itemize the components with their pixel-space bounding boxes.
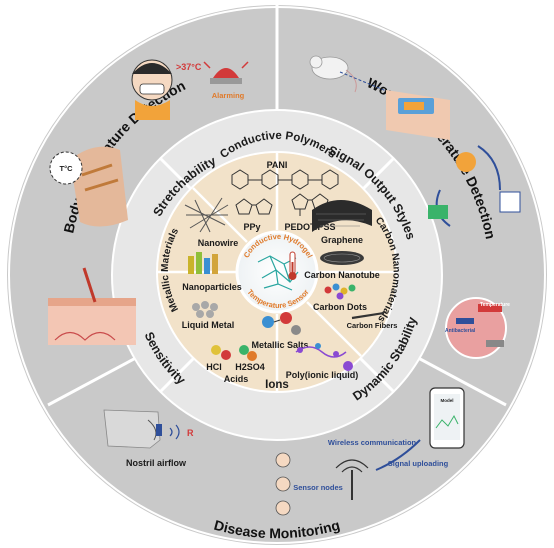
sensor-nodes-label: Sensor nodes bbox=[293, 483, 343, 492]
label-carbon-dots: Carbon Dots bbox=[313, 302, 367, 312]
alarming-label: Alarming bbox=[212, 91, 245, 100]
label-metallic-salts: Metallic Salts bbox=[251, 340, 308, 350]
mouse-illustration bbox=[309, 55, 357, 93]
carbon-nanotube-icon bbox=[320, 251, 364, 265]
wound-dressing-illustration bbox=[386, 90, 450, 140]
label-nanoparticles: Nanoparticles bbox=[182, 282, 242, 292]
sensor-t-label: T°C bbox=[59, 164, 73, 173]
label-ppy: PPy bbox=[243, 222, 260, 232]
nostril-r-label: R bbox=[187, 428, 194, 438]
label-poly-ionic-liquid: Poly(ionic liquid) bbox=[286, 370, 359, 380]
label-hcl: HCl bbox=[206, 362, 222, 372]
upload-arrow bbox=[375, 439, 421, 471]
smartphone-icon bbox=[429, 387, 465, 449]
metallic-salts-icon bbox=[262, 312, 301, 335]
wound-closeup-illustration bbox=[445, 297, 507, 359]
label-liquid-metal: Liquid Metal bbox=[182, 320, 235, 330]
child-thermometer-illustration bbox=[131, 59, 173, 120]
label-pedot: PEDOT:PSS bbox=[284, 222, 335, 232]
nanowire-icon bbox=[184, 197, 229, 233]
center-circle bbox=[235, 230, 319, 314]
phone-model-label: Model bbox=[441, 398, 454, 403]
middle-ring-border bbox=[111, 109, 443, 441]
ppy-structure-icon bbox=[235, 198, 273, 215]
label-acids: Acids bbox=[224, 374, 249, 384]
nostril-airflow-label: Nostril airflow bbox=[126, 458, 187, 468]
temperature-tag-label: Temperature bbox=[480, 302, 510, 308]
acid-molecule-icon bbox=[211, 345, 257, 361]
label-carbon-nanotube: Carbon Nanotube bbox=[304, 270, 380, 280]
poly-ionic-liquid-icon bbox=[295, 343, 353, 371]
wound-cycle-icons bbox=[428, 145, 521, 227]
pani-structure-icon bbox=[231, 169, 339, 190]
antibacterial-label: Antibacterial bbox=[445, 328, 476, 334]
carbon-fibers-icon bbox=[351, 311, 385, 320]
thermometer-icon bbox=[288, 251, 297, 280]
label-pani: PANI bbox=[267, 160, 288, 170]
liquid-metal-icon bbox=[192, 301, 218, 318]
signal-uploading-label: Signal uploading bbox=[388, 459, 449, 468]
wrist-sensor-illustration bbox=[49, 146, 128, 227]
inner-title-ions: Ions bbox=[265, 379, 289, 391]
label-graphene: Graphene bbox=[321, 235, 363, 245]
label-nanowire: Nanowire bbox=[198, 238, 239, 248]
wireless-tower-icon bbox=[335, 459, 369, 500]
label-carbon-fibers: Carbon Fibers bbox=[347, 321, 398, 330]
sensor-nodes-illustration bbox=[275, 452, 291, 516]
wireless-communication-label: Wireless communication bbox=[328, 438, 417, 447]
label-h2so4: H2SO4 bbox=[235, 362, 265, 372]
nanoparticles-icon bbox=[188, 252, 218, 274]
alarm-light-icon bbox=[203, 61, 249, 84]
temperature-callout: >37°C bbox=[176, 62, 202, 72]
carbon-dots-icon bbox=[324, 283, 356, 300]
graphene-icon bbox=[312, 200, 372, 232]
face-nostril-illustration bbox=[103, 409, 180, 449]
skin-layer-illustration bbox=[48, 267, 136, 345]
inner-divider-se bbox=[306, 301, 362, 357]
